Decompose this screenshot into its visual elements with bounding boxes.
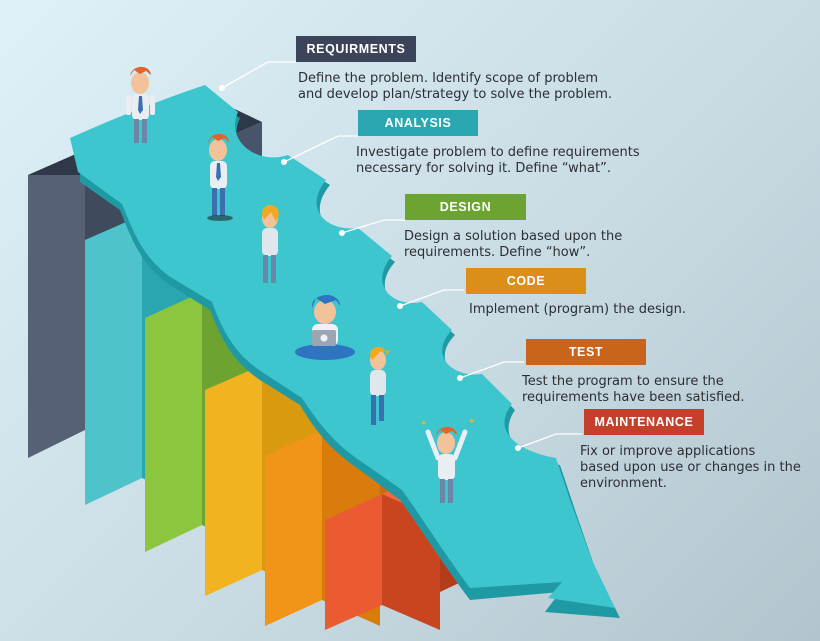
- person-laptop-icon: [295, 294, 355, 360]
- person-standing-icon: [126, 66, 155, 143]
- connector-dots: [219, 85, 521, 451]
- person-thinking-icon: [207, 133, 233, 221]
- desc-line: requirements. Define “how”.: [404, 245, 591, 260]
- stage-label-analysis: ANALYSIS: [358, 110, 478, 136]
- stage-label-code: CODE: [466, 268, 586, 294]
- connector-code: [399, 289, 464, 307]
- stage-desc-test: Test the program to ensure the requireme…: [522, 374, 745, 406]
- stage-desc-analysis: Investigate problem to define requiremen…: [356, 145, 640, 177]
- desc-line: environment.: [580, 476, 667, 491]
- connector-analysis: [283, 135, 358, 163]
- stage-desc-code: Implement (program) the design.: [469, 302, 686, 318]
- connector-requirements: [221, 61, 296, 89]
- stage-label-design: DESIGN: [405, 194, 526, 220]
- connector-test: [459, 361, 524, 379]
- stage-desc-maintenance: Fix or improve applications based upon u…: [580, 444, 801, 492]
- person-celebrating-icon: ✦ ✦: [420, 417, 476, 503]
- stage-label-test: TEST: [526, 339, 646, 365]
- desc-line: necessary for solving it. Define “what”.: [356, 161, 611, 176]
- desc-line: Implement (program) the design.: [469, 302, 686, 317]
- connector-lines: [221, 61, 582, 449]
- svg-text:✦: ✦: [468, 417, 476, 427]
- desc-line: Investigate problem to define requiremen…: [356, 145, 640, 160]
- desc-line: Design a solution based upon the: [404, 229, 623, 244]
- stage-desc-requirements: Define the problem. Identify scope of pr…: [298, 71, 612, 103]
- connector-design: [341, 219, 405, 234]
- desc-line: based upon use or changes in the: [580, 460, 801, 475]
- desc-line: and develop plan/strategy to solve the p…: [298, 87, 613, 102]
- desc-line: Test the program to ensure the: [522, 374, 724, 389]
- stage-desc-design: Design a solution based upon the require…: [404, 229, 622, 261]
- desc-line: Define the problem. Identify scope of pr…: [298, 71, 599, 86]
- person-running-icon: [370, 347, 390, 425]
- desc-line: requirements have been satisfied.: [522, 390, 745, 405]
- desc-line: Fix or improve applications: [580, 444, 756, 459]
- person-walking-icon: [262, 205, 279, 283]
- stage-label-requirements: REQUIRMENTS: [296, 36, 416, 62]
- stage-label-maintenance: MAINTENANCE: [584, 409, 704, 435]
- connector-maintenance: [517, 433, 582, 449]
- svg-text:✦: ✦: [420, 419, 428, 429]
